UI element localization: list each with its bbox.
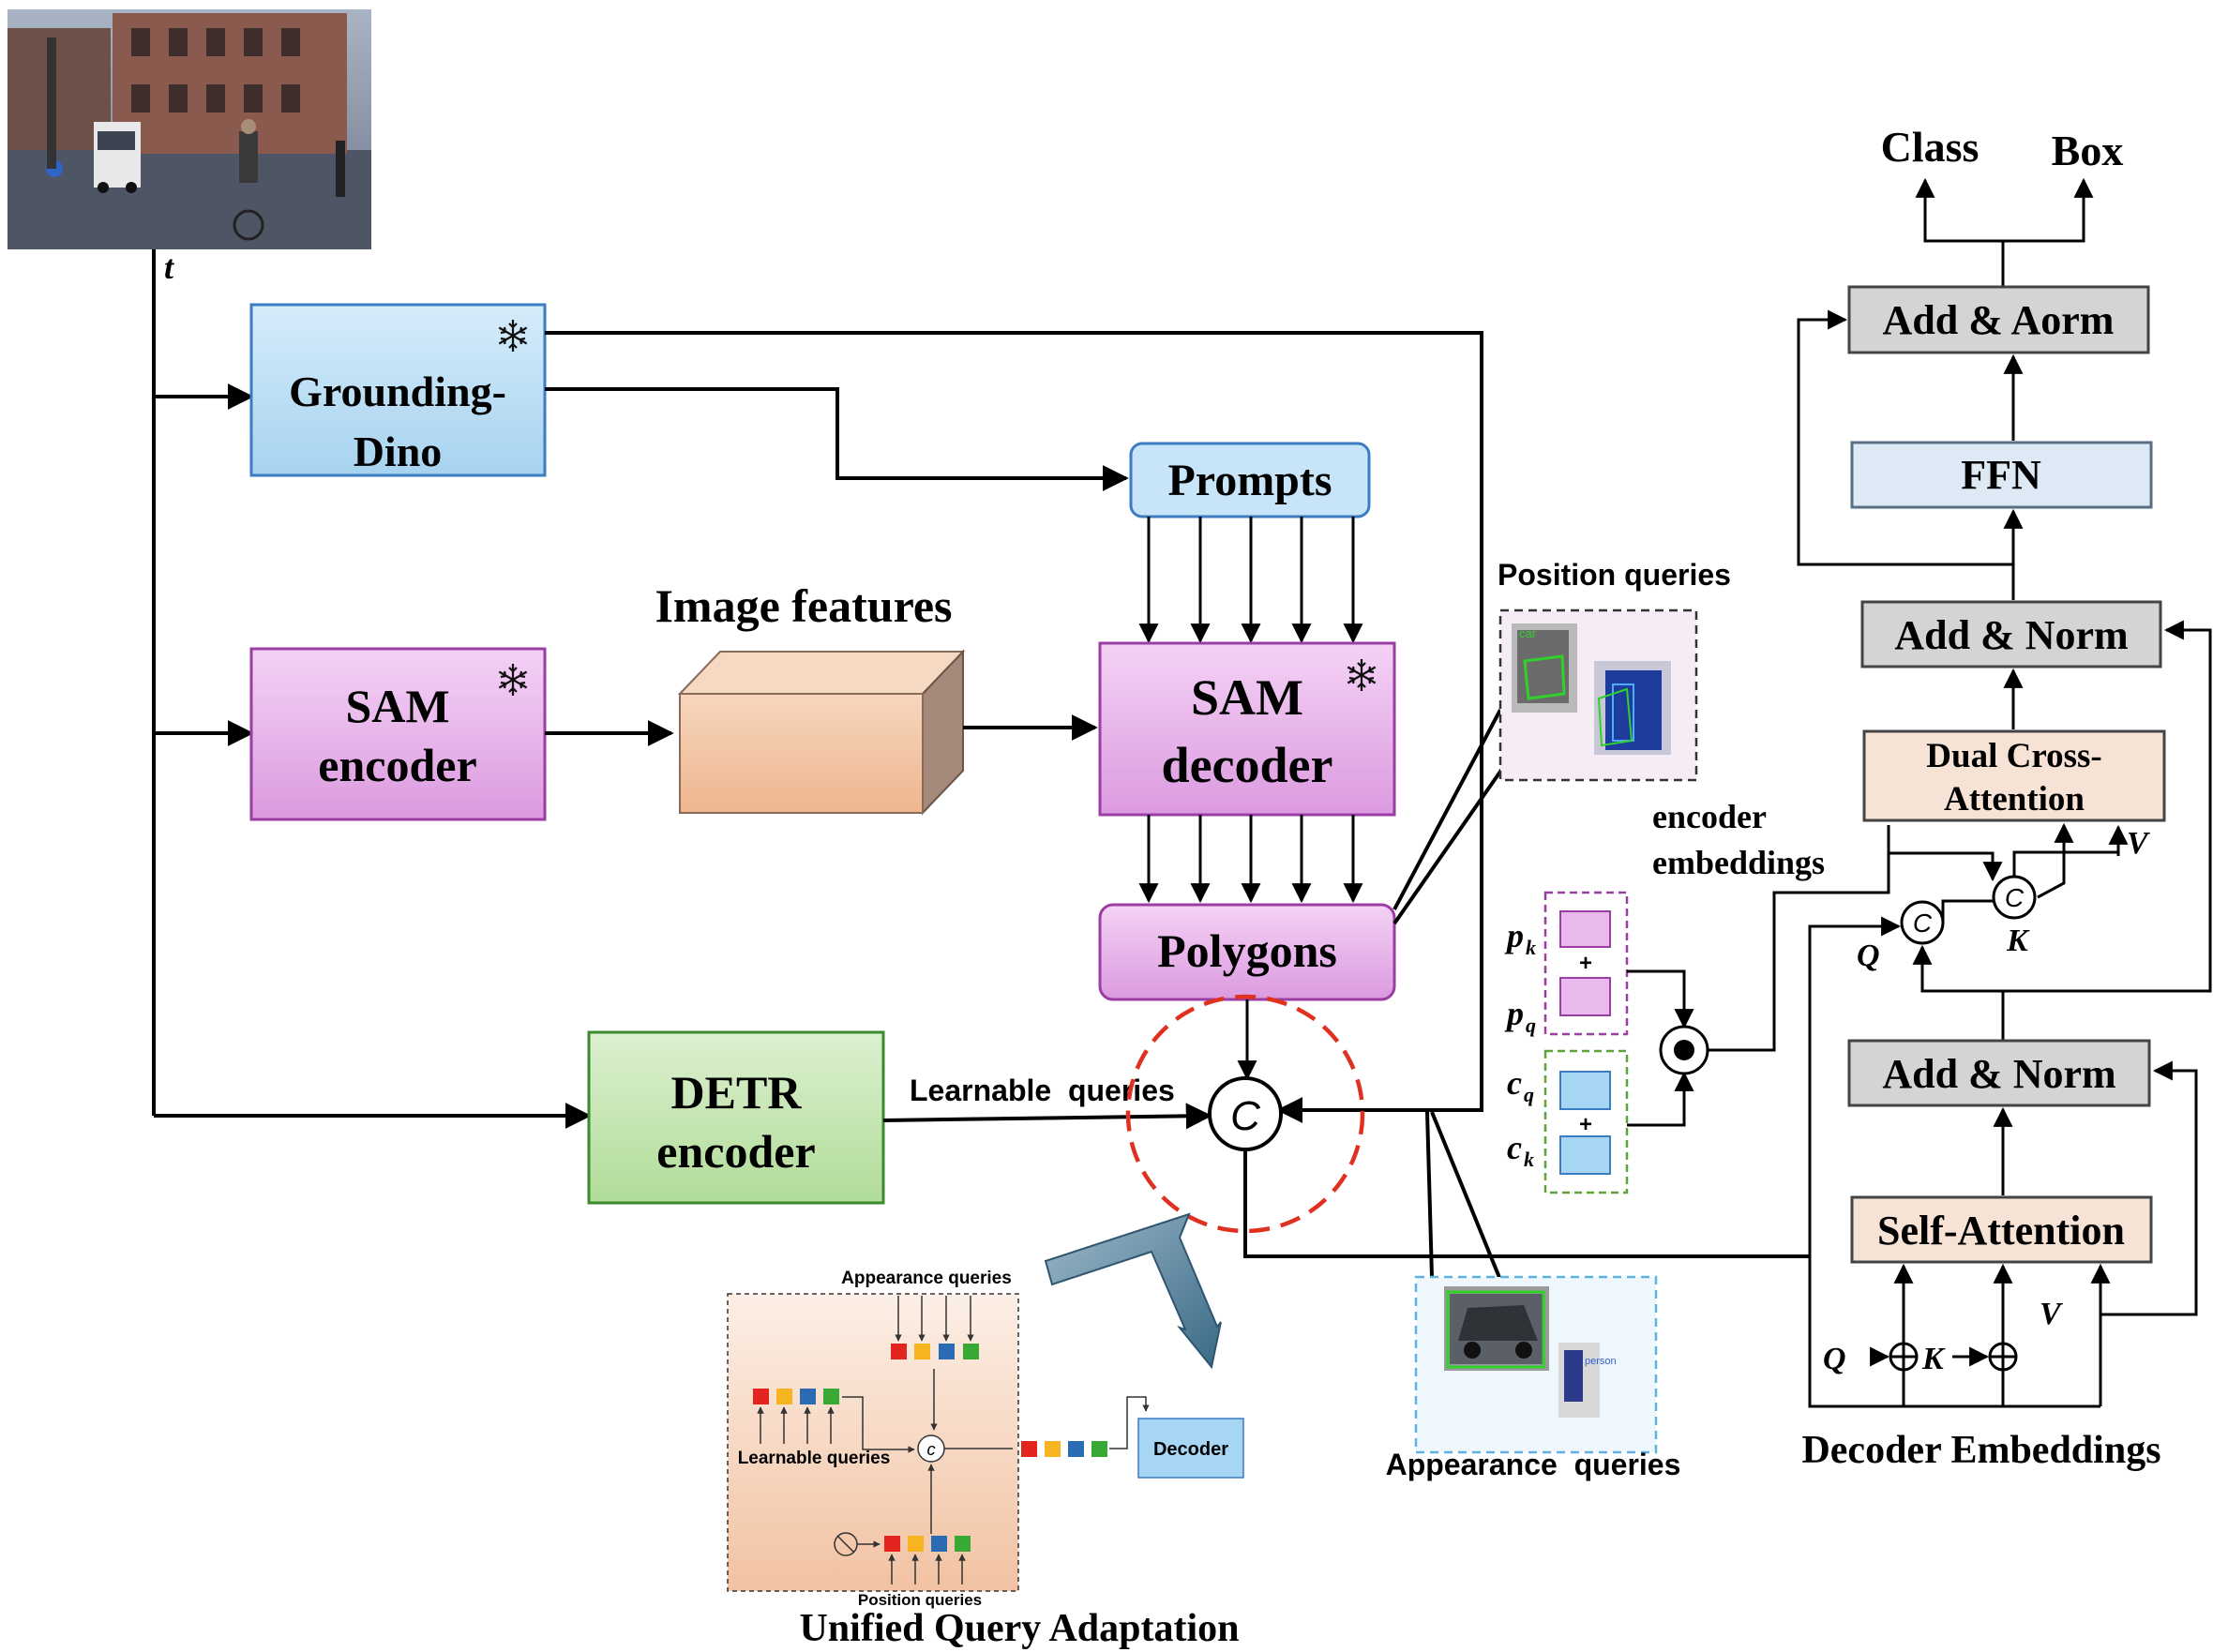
svg-text:Grounding-: Grounding- xyxy=(289,368,506,415)
svg-text:encoder: encoder xyxy=(318,739,476,791)
svg-text:c: c xyxy=(927,1440,936,1459)
add-norm-mid-block: Add & Norm xyxy=(1847,1039,2151,1107)
svg-text:V: V xyxy=(2040,1297,2063,1331)
concat-circle-icon-k: C xyxy=(1992,875,2037,920)
dot-product-icon xyxy=(1659,1025,1709,1075)
grounding-dino-block: Grounding- Dino xyxy=(249,303,547,477)
polygons-block: Polygons xyxy=(1098,903,1396,1001)
position-queries-label: Position queries xyxy=(1498,558,1731,592)
class-output-label: Class xyxy=(1881,123,1980,171)
uqa-inset: Appearance queries Learnable queries c xyxy=(727,1269,1019,1609)
svg-text:Attention: Attention xyxy=(1944,780,2085,818)
svg-text:person: person xyxy=(1585,1356,1617,1367)
concat-circle-icon-q: C xyxy=(1900,900,1945,945)
svg-text:Self-Attention: Self-Attention xyxy=(1877,1208,2125,1254)
uqa-decoder-block: Decoder xyxy=(1137,1418,1244,1479)
dual-cross-attention-block: Dual Cross- Attention xyxy=(1862,729,2166,822)
concat-circle-icon: C xyxy=(1208,1076,1283,1151)
svg-text:C: C xyxy=(2005,883,2025,912)
svg-text:Appearance queries: Appearance queries xyxy=(841,1269,1012,1288)
svg-text:k: k xyxy=(1526,936,1536,959)
svg-text:V: V xyxy=(2127,826,2150,861)
svg-text:C: C xyxy=(1230,1093,1261,1139)
svg-text:Add & Norm: Add & Norm xyxy=(1894,612,2128,658)
position-embedding-group: + xyxy=(1543,891,1629,1036)
encoder-embeddings-label-2: embeddings xyxy=(1652,844,1825,881)
svg-text:SAM: SAM xyxy=(345,680,449,732)
svg-text:c: c xyxy=(1507,1129,1522,1166)
svg-text:K: K xyxy=(2006,924,2030,958)
svg-text:Add & Norm: Add & Norm xyxy=(1882,1051,2115,1097)
svg-text:Prompts: Prompts xyxy=(1167,456,1332,505)
learnable-queries-label: Learnable queries xyxy=(910,1074,1175,1107)
bent-arrow-icon xyxy=(1044,1212,1222,1370)
appearance-queries-box: person xyxy=(1414,1275,1658,1454)
svg-text:Learnable queries: Learnable queries xyxy=(738,1449,891,1468)
sam-encoder-block: SAM encoder xyxy=(249,647,547,821)
appearance-embedding-group: + xyxy=(1543,1049,1629,1194)
prompts-block: Prompts xyxy=(1129,442,1371,518)
ffn-block: FFN xyxy=(1850,441,2153,509)
self-attention-block: Self-Attention xyxy=(1850,1195,2153,1264)
image-features-label: Image features xyxy=(655,579,952,632)
svg-text:+: + xyxy=(1579,951,1592,976)
svg-text:decoder: decoder xyxy=(1162,737,1333,793)
svg-text:Dino: Dino xyxy=(354,428,443,475)
position-queries-box: car xyxy=(1498,608,1698,782)
uqa-title: Unified Query Adaptation xyxy=(799,1607,1239,1650)
time-label: t xyxy=(164,248,174,286)
svg-text:Dual Cross-: Dual Cross- xyxy=(1926,737,2101,775)
svg-text:+: + xyxy=(1579,1112,1592,1137)
svg-text:p: p xyxy=(1504,995,1524,1032)
svg-text:Q: Q xyxy=(1823,1342,1846,1376)
svg-text:c: c xyxy=(1507,1064,1522,1102)
svg-text:encoder: encoder xyxy=(656,1125,815,1178)
central-highlight-circle xyxy=(1125,994,1365,1234)
svg-text:Position queries: Position queries xyxy=(858,1591,982,1609)
add-circle-icon xyxy=(1889,1342,1919,1372)
input-street-image xyxy=(8,9,371,249)
svg-text:C: C xyxy=(1913,909,1933,938)
svg-text:SAM: SAM xyxy=(1191,669,1303,726)
svg-text:k: k xyxy=(1524,1148,1534,1171)
image-features-cube xyxy=(677,649,966,816)
svg-text:q: q xyxy=(1526,1014,1536,1037)
add-circle-icon xyxy=(1988,1342,2018,1372)
svg-text:Decoder: Decoder xyxy=(1153,1439,1228,1460)
svg-text:FFN: FFN xyxy=(1961,452,2041,498)
encoder-embeddings-label-1: encoder xyxy=(1652,798,1767,835)
svg-text:p: p xyxy=(1504,917,1524,954)
sam-decoder-block: SAM decoder xyxy=(1098,641,1396,817)
svg-text:car: car xyxy=(1519,626,1537,640)
add-norm-top-block: Add & Norm xyxy=(1860,600,2162,668)
box-output-label: Box xyxy=(2052,127,2124,174)
svg-text:q: q xyxy=(1524,1083,1534,1106)
svg-text:K: K xyxy=(1921,1342,1946,1376)
appearance-queries-label: Appearance queries xyxy=(1386,1448,1681,1481)
svg-text:DETR: DETR xyxy=(671,1066,803,1119)
add-aorm-block: Add & Aorm xyxy=(1847,285,2150,354)
decoder-embeddings-label: Decoder Embeddings xyxy=(1801,1429,2160,1472)
detr-encoder-block: DETR encoder xyxy=(587,1030,885,1205)
svg-text:Q: Q xyxy=(1857,939,1880,973)
svg-text:Polygons: Polygons xyxy=(1157,924,1337,977)
svg-text:Add & Aorm: Add & Aorm xyxy=(1883,297,2115,343)
